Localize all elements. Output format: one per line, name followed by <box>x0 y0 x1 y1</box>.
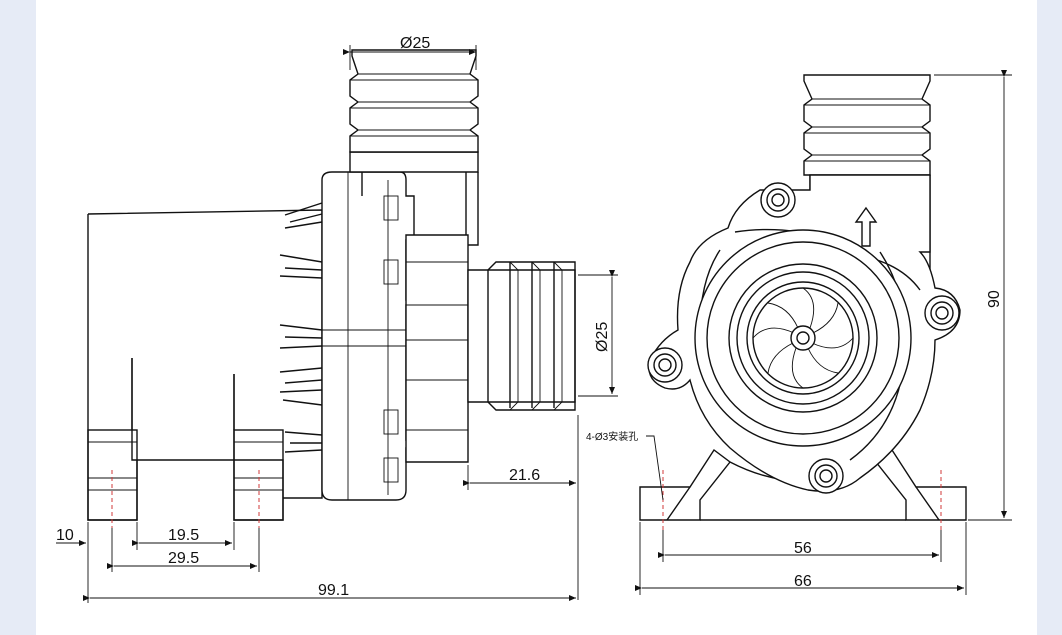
mount-holes-label: 4-Ø3安装孔 <box>586 430 638 443</box>
overall-width-label: 66 <box>794 573 812 590</box>
height-label: 90 <box>986 290 1003 308</box>
foot-width-label: 10 <box>56 527 74 544</box>
mount-lug-top <box>760 182 796 218</box>
front-view: 90 56 66 4-Ø3安装孔 <box>586 70 1012 595</box>
hole-spacing-label: 56 <box>794 540 812 557</box>
flow-arrow-icon <box>854 206 878 247</box>
mounting-base <box>639 448 731 521</box>
side-view: Ø25 Ø25 21.6 10 19.5 29.5 99.1 <box>56 35 618 603</box>
impeller <box>694 229 912 447</box>
inlet-length-label: 21.6 <box>509 467 540 484</box>
pump-flange <box>321 171 415 501</box>
overall-length-label: 99.1 <box>318 582 349 599</box>
front-outlet-nozzle <box>803 74 931 270</box>
hole-leader <box>646 435 664 501</box>
spacing-inner-label: 19.5 <box>168 527 199 544</box>
mount-lug-right <box>924 295 960 331</box>
mount-lug-left <box>647 347 683 383</box>
outlet-nozzle <box>349 49 479 246</box>
spacing-outer-label: 29.5 <box>168 550 199 567</box>
inlet-nozzle <box>467 261 576 411</box>
inlet-dia-side-label: Ø25 <box>594 322 611 352</box>
outlet-dia-top-label: Ø25 <box>400 35 430 52</box>
pump-head <box>405 234 469 463</box>
mount-lug-bottom <box>808 458 844 494</box>
cooling-fins <box>279 202 323 453</box>
